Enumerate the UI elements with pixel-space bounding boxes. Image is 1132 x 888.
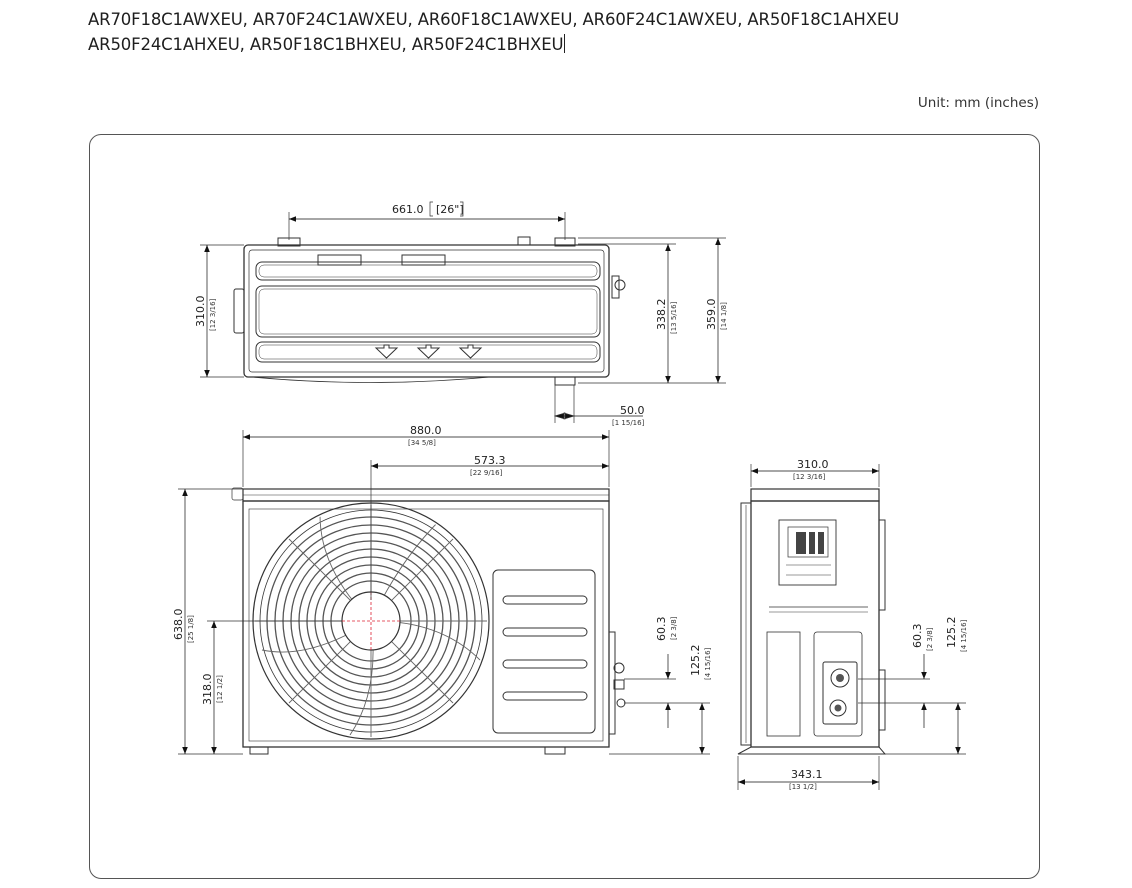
dim-top-depth-mid-in: [13 5/16]	[670, 301, 678, 334]
dim-side-valve-height: 125.2	[945, 617, 958, 649]
dim-front-height: 638.0	[172, 609, 185, 641]
dim-top-width: 661.0	[392, 203, 424, 216]
dim-top-offset: 50.0	[620, 404, 645, 417]
dim-front-fan-height-in: [12 1/2]	[216, 675, 224, 703]
top-view	[233, 236, 626, 386]
dim-side-valve-gap-in: [2 3/8]	[926, 627, 934, 651]
dim-front-fan-center: 573.3	[474, 454, 506, 467]
dim-front-width: 880.0	[410, 424, 442, 437]
dim-side-top-width: 310.0	[797, 458, 829, 471]
dim-top-depth-left: 310.0	[194, 296, 207, 328]
dim-side-valve-gap: 60.3	[911, 624, 924, 649]
dim-side-valve-height-in: [4 15/16]	[960, 619, 968, 652]
top-view-labels: 661.0 [26"] 310.0 [12 3/16] 338.2 [13 5/…	[194, 201, 728, 427]
dim-top-depth-left-in: [12 3/16]	[209, 298, 217, 331]
dim-top-depth-total: 359.0	[705, 299, 718, 331]
top-view-dimensions	[200, 212, 726, 423]
text-caret	[564, 34, 566, 53]
dim-top-width-in: [26"]	[436, 203, 464, 216]
side-view-labels: 310.0 [12 3/16] 343.1 [13 1/2] 60.3 [2 3…	[789, 458, 968, 791]
side-view	[737, 488, 887, 755]
dim-front-height-in: [25 1/8]	[187, 615, 195, 643]
dim-front-fan-center-in: [22 9/16]	[470, 469, 503, 477]
model-list-line-1: AR70F18C1AWXEU, AR70F24C1AWXEU, AR60F18C…	[88, 10, 900, 29]
model-list-line-2: AR50F24C1AHXEU, AR50F18C1BHXEU, AR50F24C…	[88, 34, 566, 54]
model-list-line-2-text: AR50F24C1AHXEU, AR50F18C1BHXEU, AR50F24C…	[88, 35, 564, 54]
dim-front-valve-gap-in: [2 3/8]	[670, 616, 678, 640]
side-view-dimensions	[737, 464, 966, 790]
dim-front-fan-height: 318.0	[201, 674, 214, 706]
dim-front-valve-gap: 60.3	[655, 617, 668, 642]
dim-top-depth-total-in: [14 1/8]	[720, 302, 728, 330]
front-view-labels: 880.0 [34 5/8] 573.3 [22 9/16] 638.0 [25…	[172, 424, 712, 705]
dim-front-width-in: [34 5/8]	[408, 439, 436, 447]
drawing-frame	[89, 134, 1040, 879]
dim-front-valve-height-in: [4 15/16]	[704, 647, 712, 680]
front-view-dimensions	[178, 430, 710, 755]
inch-bracket	[429, 201, 464, 217]
dim-side-top-width-in: [12 3/16]	[793, 473, 826, 481]
unit-note: Unit: mm (inches)	[917, 95, 1039, 111]
dim-side-base-width: 343.1	[791, 768, 823, 781]
dim-side-base-width-in: [13 1/2]	[789, 783, 817, 791]
dim-front-valve-height: 125.2	[689, 645, 702, 677]
dim-top-offset-in: [1 15/16]	[612, 419, 645, 427]
dim-top-depth-mid: 338.2	[655, 299, 668, 331]
